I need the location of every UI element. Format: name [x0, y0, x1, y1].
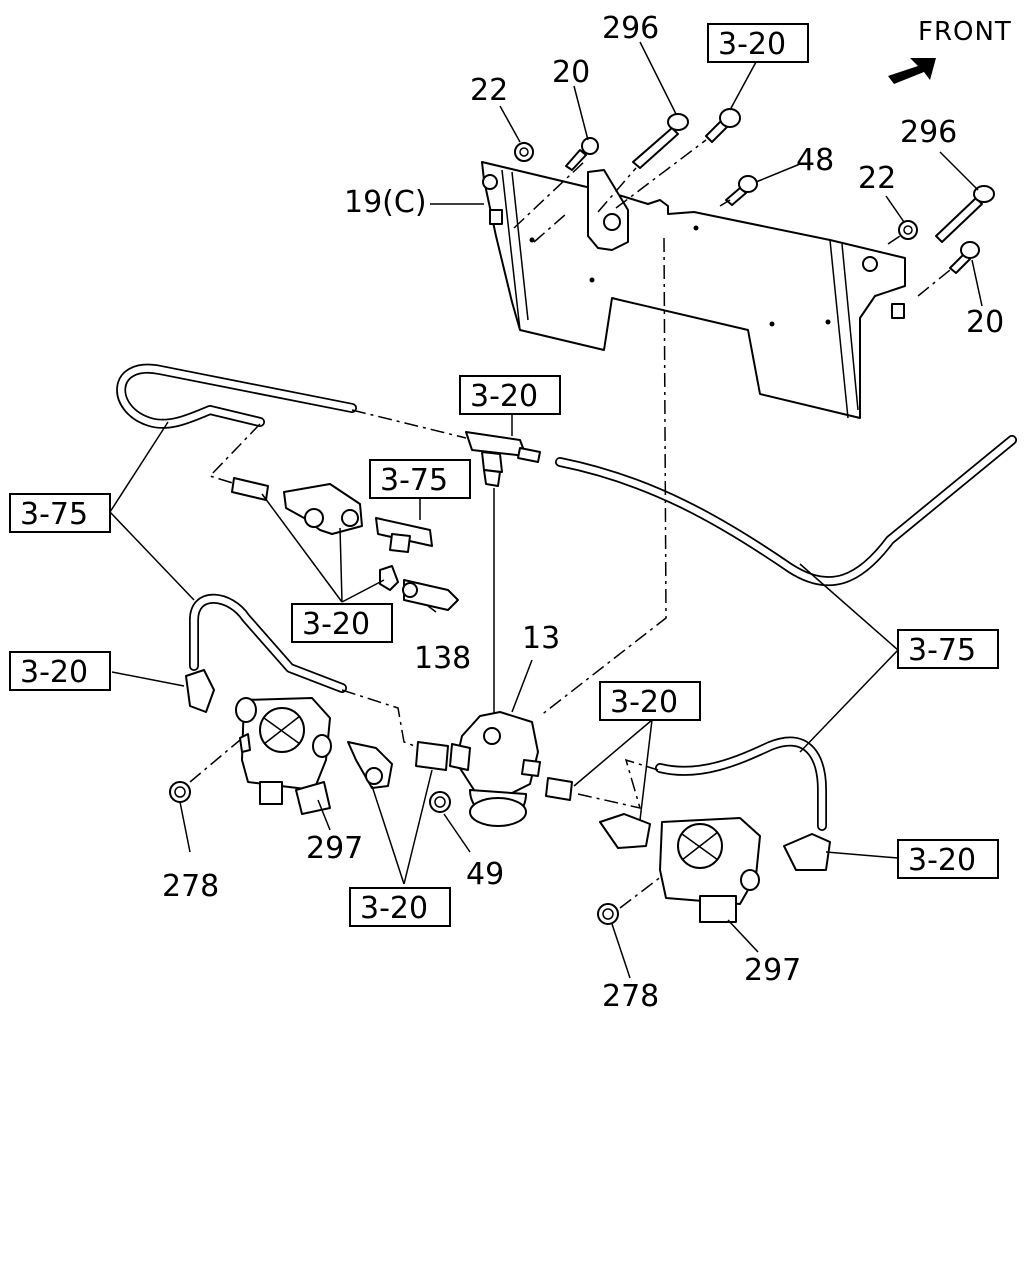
pressure-switch-138: [402, 579, 459, 611]
front-arrow-icon: [888, 58, 936, 84]
mounting-bracket: [481, 161, 906, 419]
ref-box-7[interactable]: 3-20: [599, 681, 701, 721]
ref-label-10: 3-20: [360, 891, 428, 926]
ref-box-6[interactable]: 3-20: [9, 651, 111, 691]
relay-valve-right: [545, 777, 831, 923]
nut-278-right: [597, 903, 619, 925]
part-label-278-left: 278: [162, 869, 219, 904]
part-label-22-right: 22: [858, 161, 896, 196]
bolt-20-right: [949, 241, 980, 274]
air-tube-long: [555, 435, 1017, 587]
ref-label-6: 3-20: [20, 655, 88, 690]
ref-box-2[interactable]: 3-20: [459, 375, 561, 415]
part-label-297-left: 297: [306, 831, 363, 866]
part-label-19c: 19(C): [344, 185, 427, 220]
valve-tee-body: [283, 483, 363, 535]
ref-label-5: 3-20: [302, 607, 370, 642]
part-label-13: 13: [522, 621, 560, 656]
ref-box-5[interactable]: 3-20: [291, 603, 393, 643]
part-label-138: 138: [414, 641, 471, 676]
ref-label-3: 3-75: [380, 463, 448, 498]
ref-box-4[interactable]: 3-75: [9, 493, 111, 533]
ref-label-9: 3-20: [908, 843, 976, 878]
nut-278-left: [169, 781, 191, 803]
ref-label-8: 3-75: [908, 633, 976, 668]
union-tee-3-75: [375, 517, 433, 553]
tee-fitting: [465, 431, 541, 487]
straight-fitting-mid: [415, 741, 449, 771]
bolt-48: [725, 175, 758, 206]
part-label-296-top: 296: [602, 11, 659, 46]
elbow-fitting-mid: [347, 741, 393, 789]
straight-connector: [231, 477, 269, 501]
bolt-296-upper: [632, 113, 689, 169]
ref-label-7: 3-20: [610, 685, 678, 720]
air-tube-right-drop: [655, 736, 827, 831]
part-label-297-right: 297: [744, 953, 801, 988]
ref-box-3[interactable]: 3-75: [369, 459, 471, 499]
nut-22-upper: [514, 142, 534, 162]
ref-box-1[interactable]: 3-20: [707, 23, 809, 63]
part-label-278-right: 278: [602, 979, 659, 1014]
bolt-296-right: [935, 185, 995, 243]
ref-box-9[interactable]: 3-20: [897, 839, 999, 879]
part-label-296-right: 296: [900, 115, 957, 150]
central-valve-13: [449, 711, 541, 827]
ref-label-2: 3-20: [470, 379, 538, 414]
relay-valve-left: [185, 669, 332, 815]
ref-label-4: 3-75: [20, 497, 88, 532]
ref-label-1: 3-20: [718, 27, 786, 62]
ref-box-8[interactable]: 3-75: [897, 629, 999, 669]
part-label-49: 49: [466, 857, 504, 892]
part-label-20-top: 20: [552, 55, 590, 90]
part-label-20-right: 20: [966, 305, 1004, 340]
leader-lines: [109, 41, 983, 979]
nut-22-right: [898, 220, 918, 240]
ref-box-10[interactable]: 3-20: [349, 887, 451, 927]
part-label-48: 48: [796, 143, 834, 178]
bolt-20-upper: [565, 137, 599, 171]
air-tube-upper-loop: [116, 363, 357, 429]
front-label: FRONT: [918, 17, 1012, 47]
bolt-3-20-upper: [705, 108, 741, 143]
air-tube-left-drop: [189, 593, 347, 693]
part-label-22-top: 22: [470, 73, 508, 108]
elbow-connector-small: [379, 565, 399, 591]
nut-49: [429, 791, 451, 813]
